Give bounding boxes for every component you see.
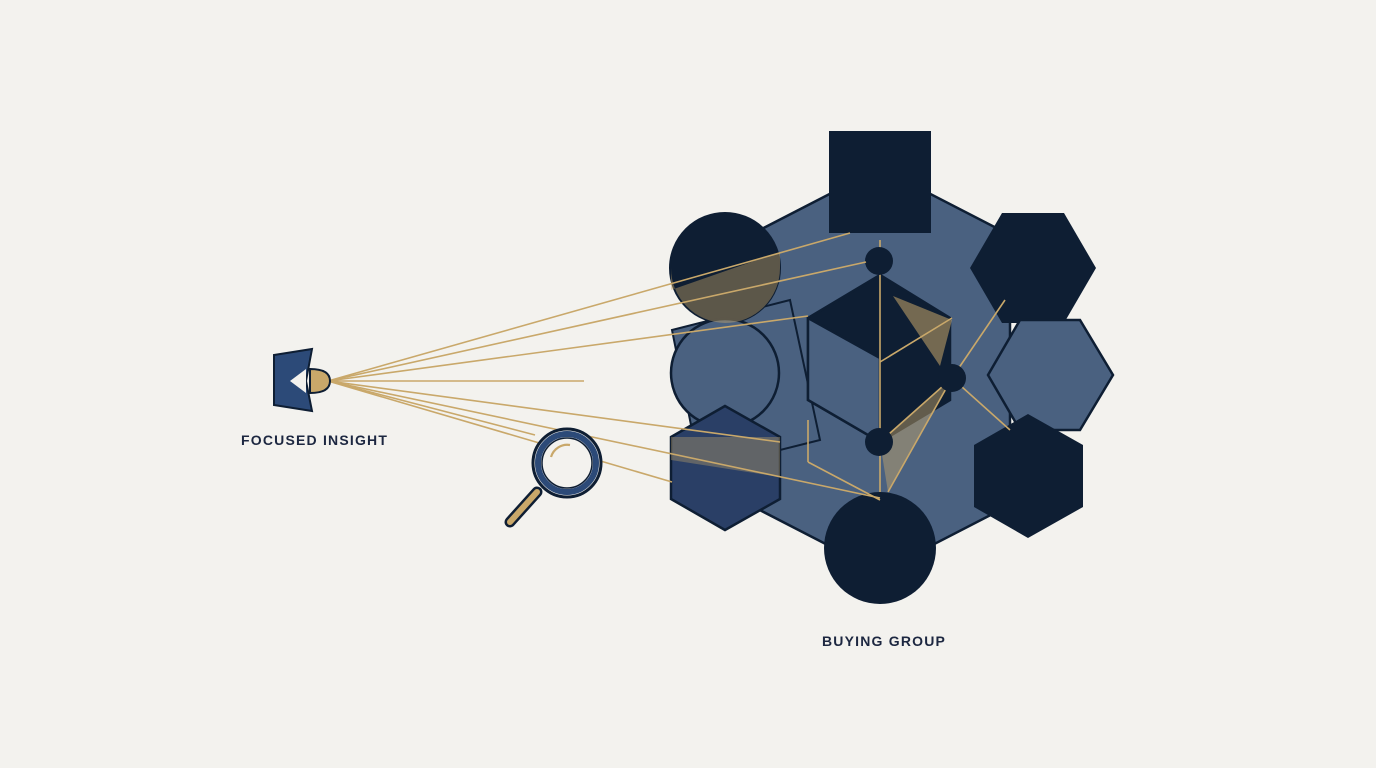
member-square-top <box>829 131 931 233</box>
node-dots <box>865 247 966 456</box>
insight-beam <box>327 232 881 499</box>
member-hexagon-bottom-right <box>974 414 1083 538</box>
magnifying-glass-icon <box>504 427 603 528</box>
spotlight-icon <box>273 347 332 413</box>
buying-group-label: BUYING GROUP <box>822 633 947 649</box>
member-hexagon-blue <box>669 404 782 532</box>
member-circle-bottom <box>824 492 936 604</box>
member-hexagon-top-right <box>970 213 1096 323</box>
focus-highlight <box>671 252 952 492</box>
focused-insight-label: FOCUSED INSIGHT <box>241 432 389 448</box>
